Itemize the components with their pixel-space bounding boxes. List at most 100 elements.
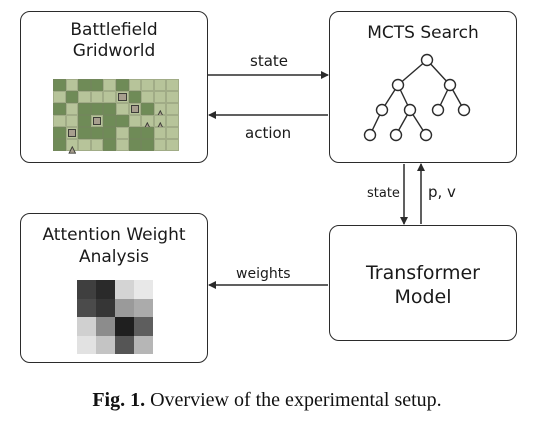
grid-cell (116, 79, 129, 91)
transformer-node: Transformer Model (329, 225, 517, 341)
grid-cell (53, 127, 66, 139)
building-marker-icon (118, 93, 127, 101)
attention-title-line2: Analysis (78, 247, 150, 267)
label-pv: p, v (428, 183, 456, 201)
grid-cell (65, 91, 79, 103)
transformer-title-line1: Transformer (365, 262, 480, 284)
grid-cell (166, 103, 179, 115)
grid-cell (116, 127, 129, 139)
grid-cell (78, 139, 91, 151)
mcts-node: MCTS Search (329, 11, 517, 163)
grid-cell (128, 91, 142, 103)
building-marker-icon (67, 129, 77, 137)
grid-cell (78, 115, 91, 127)
heatmap-cell (115, 335, 134, 354)
grid-cell (116, 91, 129, 103)
heatmap-cell (115, 317, 134, 336)
grid-cell (128, 103, 142, 115)
grid-cell (141, 139, 154, 151)
grid-cell (166, 91, 179, 103)
heatmap-cell (77, 280, 96, 299)
caption-text: Overview of the experimental setup. (145, 389, 442, 411)
grid-cell (53, 139, 66, 151)
grid-cell (153, 91, 167, 103)
grid-cell (141, 103, 154, 115)
grid-cell (166, 139, 179, 151)
grid-cell (90, 91, 104, 103)
grid-cell (128, 79, 142, 91)
grid-cell (65, 79, 79, 91)
grid-cell (153, 103, 167, 118)
grid-cell (78, 103, 91, 115)
attention-title-line1: Attention Weight (42, 225, 186, 245)
caption-label: Fig. 1. (92, 389, 146, 411)
heatmap-cell (96, 317, 115, 336)
grid-cell (78, 91, 91, 103)
heatmap-cell (96, 280, 115, 299)
gridworld-map (53, 79, 179, 154)
heatmap-cell (96, 335, 115, 354)
label-state-top: state (250, 52, 288, 70)
grid-cell (53, 115, 66, 127)
grid-cell (103, 139, 116, 151)
transformer-title-line2: Model (394, 286, 452, 308)
heatmap-cell (134, 280, 153, 299)
grid-cell (53, 103, 66, 115)
grid-cell (90, 127, 104, 139)
grid-cell (90, 115, 104, 127)
grid-cell (53, 91, 66, 103)
grid-cell (53, 79, 66, 91)
grid-cell (90, 139, 104, 151)
attention-node: Attention Weight Analysis (20, 213, 208, 363)
grid-cell (78, 127, 91, 139)
mcts-title: MCTS Search (367, 23, 479, 43)
grid-cell (166, 115, 179, 127)
grid-cell (103, 91, 116, 103)
grid-cell (65, 115, 79, 127)
label-action: action (245, 124, 292, 142)
gridworld-title-line2: Gridworld (72, 41, 156, 61)
grid-cell (141, 79, 154, 91)
heatmap-cell (96, 298, 115, 317)
heatmap-cell (77, 298, 96, 317)
grid-cell (128, 139, 142, 151)
figure-caption: Fig. 1. Overview of the experimental set… (0, 389, 534, 412)
heatmap-cell (77, 317, 96, 336)
grid-cell (65, 139, 79, 154)
grid-cell (90, 79, 104, 91)
grid-cell (153, 79, 167, 91)
heatmap-cell (134, 335, 153, 354)
grid-cell (103, 127, 116, 139)
grid-cell (116, 103, 129, 115)
grid-cell (141, 127, 154, 139)
heatmap-cell (115, 280, 134, 299)
grid-cell (65, 127, 79, 139)
grid-cell (90, 103, 104, 115)
search-tree-icon (363, 53, 471, 142)
grid-cell (166, 79, 179, 91)
building-marker-icon (92, 117, 102, 125)
heatmap-cell (77, 335, 96, 354)
grid-cell (141, 91, 154, 103)
grid-cell (128, 127, 142, 139)
grid-cell (78, 79, 91, 91)
grid-cell (153, 139, 167, 151)
heatmap-cell (134, 317, 153, 336)
heatmap-cell (134, 298, 153, 317)
grid-cell (153, 127, 167, 139)
grid-cell (116, 115, 129, 127)
grid-cell (128, 115, 142, 127)
attention-heatmap (77, 280, 153, 354)
gridworld-node: Battlefield Gridworld (20, 11, 208, 163)
heatmap-cell (115, 298, 134, 317)
grid-cell (103, 79, 116, 91)
grid-cell (116, 139, 129, 151)
building-marker-icon (130, 105, 140, 113)
gridworld-title-line1: Battlefield (70, 20, 158, 40)
grid-cell (166, 127, 179, 139)
grid-cell (65, 103, 79, 115)
label-weights: weights (236, 266, 291, 282)
grid-cell (103, 115, 116, 127)
grid-cell (103, 103, 116, 115)
